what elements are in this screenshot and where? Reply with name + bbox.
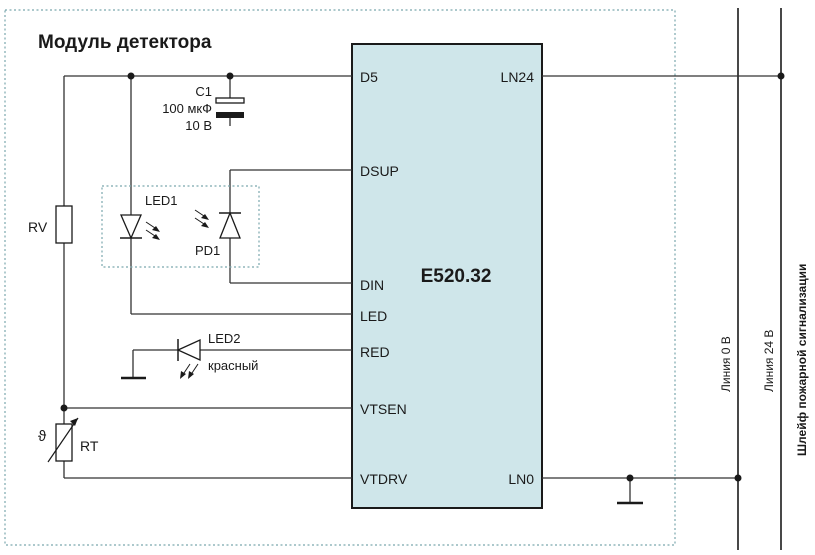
pin-ln24: LN24 [501, 69, 535, 85]
rt-label: RT [80, 438, 99, 454]
pin-red: RED [360, 344, 390, 360]
pd1-label: PD1 [195, 243, 220, 258]
line-24v-label: Линия 24 В [762, 330, 776, 392]
rt-symbol: ϑ [38, 428, 47, 445]
led1-label: LED1 [145, 193, 178, 208]
chip-name: E520.32 [421, 266, 492, 287]
rv-label: RV [28, 219, 48, 235]
capacitor-c1 [215, 97, 245, 118]
pin-ln0: LN0 [508, 471, 534, 487]
ground-symbols [121, 376, 643, 505]
pd1-photodiode [194, 209, 241, 239]
led2-color: красный [208, 358, 258, 373]
c1-value: 100 мкФ [162, 101, 212, 116]
pin-vtsen: VTSEN [360, 401, 407, 417]
c1-voltage: 10 В [185, 118, 212, 133]
c1-label: C1 [195, 84, 212, 99]
pin-dsup: DSUP [360, 163, 399, 179]
led1-diode [120, 214, 160, 240]
thermistor-rt [47, 417, 79, 463]
pin-led: LED [360, 308, 387, 324]
module-boundary [4, 9, 676, 546]
junctions [60, 72, 785, 482]
pin-din: DIN [360, 277, 384, 293]
pin-d5: D5 [360, 69, 378, 85]
led2-diode [176, 338, 201, 379]
module-title: Модуль детектора [38, 32, 212, 53]
line-0v-label: Линия 0 В [719, 336, 733, 392]
optical-block [101, 185, 260, 268]
led2-label: LED2 [208, 331, 241, 346]
loop-label: Шлейф пожарной сигнализации [795, 264, 809, 456]
pin-vtdrv: VTDRV [360, 471, 408, 487]
wires [63, 8, 782, 550]
chip-body [351, 43, 543, 509]
resistor-rv [55, 205, 73, 244]
